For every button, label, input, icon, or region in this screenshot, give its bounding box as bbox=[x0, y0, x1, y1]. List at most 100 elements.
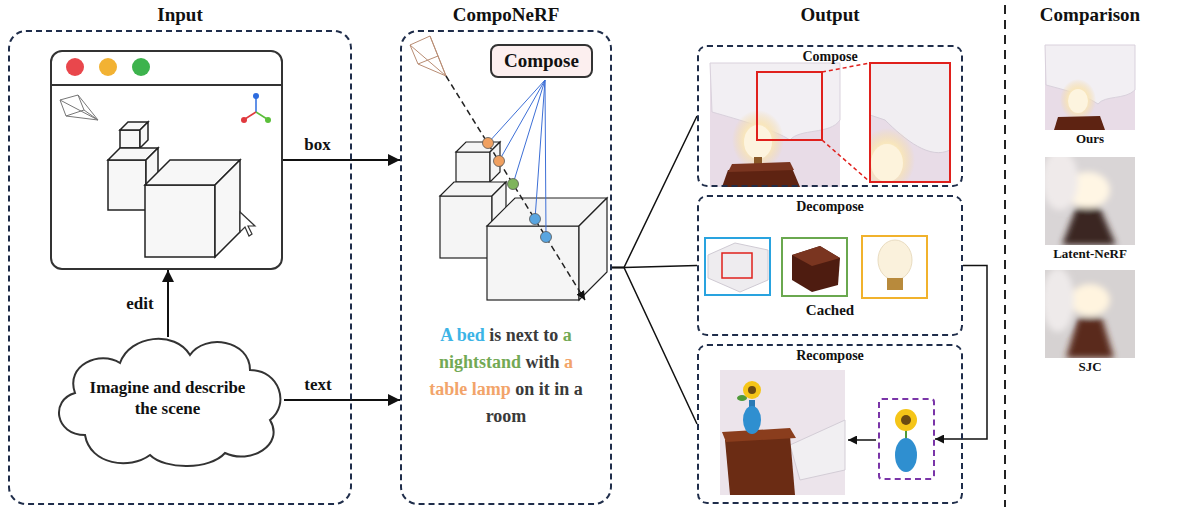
scene-boxes-shape bbox=[487, 226, 579, 300]
editor-window-contents-shape bbox=[99, 58, 117, 76]
decompose-renders-shape bbox=[862, 236, 927, 298]
box-title: Compose bbox=[699, 49, 961, 65]
mouse-cursor bbox=[240, 212, 255, 236]
flow-arrow bbox=[284, 399, 400, 401]
edge-label-holder: box bbox=[258, 134, 378, 156]
editor-window-contents bbox=[50, 58, 283, 257]
recompose-render-shape bbox=[901, 415, 911, 425]
text-run: A bbox=[440, 325, 457, 345]
decompose-renders-shape bbox=[708, 243, 768, 292]
input-panel: Imagine and describe the sceneInput bbox=[8, 30, 352, 505]
compose-render-shape bbox=[870, 63, 950, 182]
edge-label-holder: edit bbox=[80, 293, 200, 315]
edge-label: edit bbox=[123, 293, 156, 315]
comparison-renders-shape bbox=[1045, 157, 1116, 245]
sample-points bbox=[483, 138, 552, 243]
text-run: table bbox=[429, 379, 472, 399]
componerf-sketch bbox=[410, 36, 607, 300]
compose-render bbox=[710, 63, 950, 192]
edge-label: text bbox=[301, 374, 334, 396]
comparison-renders-shape bbox=[1054, 116, 1105, 130]
new-object-box bbox=[878, 398, 935, 480]
cloud-outline bbox=[45, 325, 290, 470]
box-title: Recompose bbox=[699, 348, 961, 364]
recompose-render-shape bbox=[743, 406, 761, 434]
decompose-renders-shape bbox=[722, 253, 752, 278]
decompose-renders-shape bbox=[705, 238, 770, 295]
comparison-renders-shape bbox=[1070, 284, 1110, 316]
axes-icon-shape bbox=[255, 97, 257, 112]
axes-icon-shape bbox=[241, 117, 247, 123]
scene-boxes-shape bbox=[456, 152, 490, 182]
method-caption-holder: Latent-NeRF bbox=[1010, 246, 1170, 262]
box-sketch-shape bbox=[108, 160, 146, 210]
method-caption: Latent-NeRF bbox=[1010, 246, 1170, 262]
comparison-renders-shape bbox=[1045, 157, 1135, 245]
compose-links-shape bbox=[499, 80, 545, 161]
output-link bbox=[612, 268, 697, 425]
camera-icon-shape bbox=[410, 36, 438, 64]
axes-icon bbox=[241, 93, 271, 123]
text-run: a bbox=[564, 352, 573, 372]
axes-icon-shape bbox=[253, 93, 259, 99]
comparison-renders-shape bbox=[1045, 270, 1114, 358]
scene-boxes-shape bbox=[440, 196, 492, 258]
text-run: to bbox=[543, 325, 563, 345]
compose-render-shape bbox=[870, 63, 950, 182]
recompose-render-shape bbox=[895, 409, 917, 431]
text-run: on bbox=[515, 379, 539, 399]
edge-label: box bbox=[301, 134, 333, 156]
box-sketch bbox=[108, 122, 240, 257]
text-run: with bbox=[526, 352, 565, 372]
editor-window bbox=[50, 50, 283, 270]
recompose-render bbox=[720, 370, 917, 495]
flow-arrow bbox=[935, 266, 987, 440]
box-sketch-shape bbox=[215, 160, 240, 257]
button-label: Compose bbox=[504, 49, 579, 73]
camera-icon bbox=[60, 95, 98, 120]
box-sketch-shape bbox=[120, 130, 140, 148]
camera-icon-shape bbox=[78, 95, 98, 120]
compose-links bbox=[488, 80, 546, 237]
comparison-renders-shape bbox=[1066, 318, 1114, 358]
decompose-renders-shape bbox=[792, 246, 840, 292]
text-run: room bbox=[486, 406, 527, 426]
decompose-output-box: DecomposeCached bbox=[697, 195, 963, 336]
box-sketch-shape bbox=[140, 122, 148, 148]
compose-output-box: Compose bbox=[697, 45, 963, 187]
decompose-renders-shape bbox=[782, 238, 847, 296]
comparison-renders-shape bbox=[1068, 89, 1088, 113]
editor-window-contents-shape bbox=[66, 58, 84, 76]
recompose-render-shape bbox=[895, 438, 917, 472]
column-heading: Input bbox=[10, 4, 350, 26]
recompose-render-shape bbox=[720, 370, 845, 495]
text-run: is bbox=[489, 325, 506, 345]
recompose-output-box: Recompose bbox=[697, 344, 963, 504]
compose-render-shape bbox=[822, 63, 870, 72]
method-caption-holder: SJC bbox=[1010, 359, 1170, 375]
cloud-shape bbox=[59, 339, 280, 466]
method-caption: SJC bbox=[1010, 359, 1170, 375]
scene-prompt: A bed is next to a nightstand with a tab… bbox=[426, 322, 586, 430]
sample-points-shape bbox=[530, 214, 541, 225]
comparison-renders-shape bbox=[1062, 208, 1116, 245]
compose-button: Compose bbox=[490, 44, 593, 78]
column-heading: CompoNeRF bbox=[402, 4, 610, 26]
text-run: next bbox=[506, 325, 544, 345]
column-heading-holder: Comparison bbox=[1010, 4, 1170, 26]
text-run: nightstand bbox=[439, 352, 526, 372]
compose-links-shape bbox=[513, 80, 545, 184]
editor-window-contents-shape bbox=[50, 84, 283, 86]
componerf-panel: ComposeCompoNeRFA bed is next to a night… bbox=[400, 30, 612, 505]
compose-render-shape bbox=[822, 140, 870, 182]
camera-icon bbox=[410, 36, 446, 76]
sample-points-shape bbox=[494, 156, 505, 167]
method-caption-holder: Ours bbox=[1010, 131, 1170, 147]
method-caption: Ours bbox=[1010, 131, 1170, 147]
camera-icon-shape bbox=[66, 116, 98, 120]
recompose-render-shape bbox=[748, 386, 756, 394]
decompose-renders-shape bbox=[878, 240, 912, 280]
column-heading-holder: Output bbox=[750, 4, 910, 26]
